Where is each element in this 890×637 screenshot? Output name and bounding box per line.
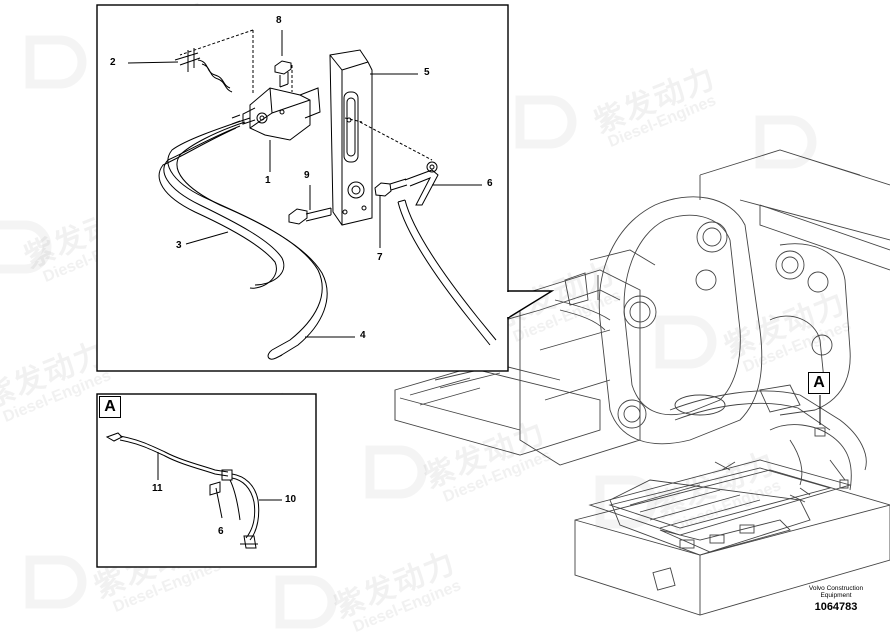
section-a-leaders	[157, 452, 282, 519]
callout-4: 4	[360, 330, 366, 341]
footer-company-line2: Equipment	[820, 592, 852, 599]
detail-leaders	[127, 30, 482, 338]
drawing-number: 1064783	[814, 601, 858, 613]
footer-company-line1: Volvo Construction	[808, 585, 864, 592]
callout-5: 5	[424, 67, 430, 78]
callout-9: 9	[304, 170, 310, 181]
callout-6-section-a: 6	[218, 526, 224, 537]
section-a-frame	[96, 393, 317, 568]
callout-7: 7	[377, 252, 383, 263]
detail-pointer-arrow-icon	[507, 290, 555, 320]
detail-parts	[158, 29, 497, 360]
callout-10: 10	[285, 494, 297, 505]
callout-1: 1	[265, 175, 271, 186]
callout-3: 3	[176, 240, 182, 251]
callout-2: 2	[110, 57, 116, 68]
section-a-label: A	[99, 396, 121, 418]
detail-frame	[96, 4, 509, 372]
callout-11: 11	[152, 483, 163, 494]
callout-6: 6	[487, 178, 493, 189]
machine-marker-a: A	[808, 372, 830, 394]
section-a-harness	[105, 432, 260, 549]
callout-8: 8	[276, 15, 282, 26]
footer-company: Volvo Construction Equipment	[790, 585, 882, 599]
